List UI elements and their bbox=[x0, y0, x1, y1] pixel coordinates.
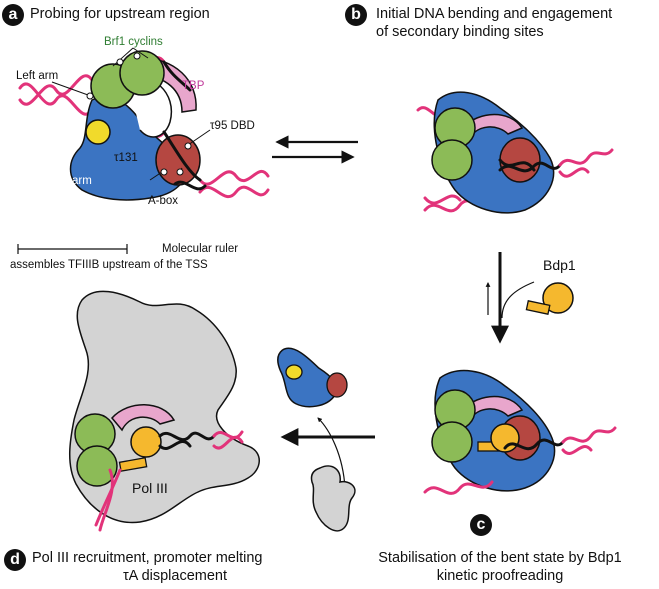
bdp1-bound-d bbox=[130, 426, 162, 458]
panel-c-title-1: Stabilisation of the bent state by Bdp1 bbox=[378, 550, 622, 566]
bdp1-binding-arrow bbox=[485, 252, 574, 344]
ruler-label-2: assembles TFIIIB upstream of the TSS bbox=[10, 259, 208, 271]
panel-a-letter: a bbox=[2, 4, 24, 26]
panel-b-complex bbox=[416, 91, 614, 214]
bdp1-free-shape bbox=[542, 282, 574, 314]
tau131-label: τ131 bbox=[114, 152, 138, 164]
panel-c-letter: c bbox=[470, 514, 492, 536]
molecular-ruler-bar bbox=[17, 244, 128, 254]
brf1-cyclins-label: Brf1 cyclins bbox=[104, 36, 163, 48]
panel-d-letter: d bbox=[4, 549, 26, 571]
panel-b-title-1: Initial DNA bending and engagement bbox=[376, 6, 613, 22]
panel-d-title-2: τA displacement bbox=[122, 568, 228, 584]
pol3-label: Pol III bbox=[132, 480, 168, 496]
tbp-label: TBP bbox=[182, 80, 205, 92]
tau95-dbd-shape bbox=[155, 134, 201, 186]
ruler-label-1: Molecular ruler bbox=[162, 243, 239, 255]
panel-c-complex bbox=[423, 369, 617, 495]
brf1-cyclin-2 bbox=[119, 50, 165, 96]
displaced-tau-a bbox=[277, 347, 348, 408]
bdp1-label: Bdp1 bbox=[543, 257, 576, 273]
panel-a-complex bbox=[17, 47, 270, 254]
a-box-label: A-box bbox=[148, 195, 179, 207]
panel-a-title: Probing for upstream region bbox=[30, 6, 210, 22]
yellow-domain-a bbox=[85, 119, 111, 145]
equilibrium-arrows bbox=[272, 135, 358, 164]
panel-d-title-1: Pol III recruitment, promoter melting bbox=[32, 550, 263, 566]
panel-b-letter: b bbox=[345, 4, 367, 26]
panel-c-title-2: kinetic proofreading bbox=[436, 568, 564, 584]
tau95-dbd-label: τ95 DBD bbox=[210, 120, 255, 132]
recruitment-arrow bbox=[280, 417, 375, 489]
left-arm-label: Left arm bbox=[16, 70, 59, 82]
panel-d-complex bbox=[68, 290, 260, 532]
panel-b-title-2: of secondary binding sites bbox=[376, 24, 544, 40]
displaced-gray-subunit bbox=[310, 465, 356, 532]
right-arm-label: Right arm bbox=[42, 175, 92, 187]
